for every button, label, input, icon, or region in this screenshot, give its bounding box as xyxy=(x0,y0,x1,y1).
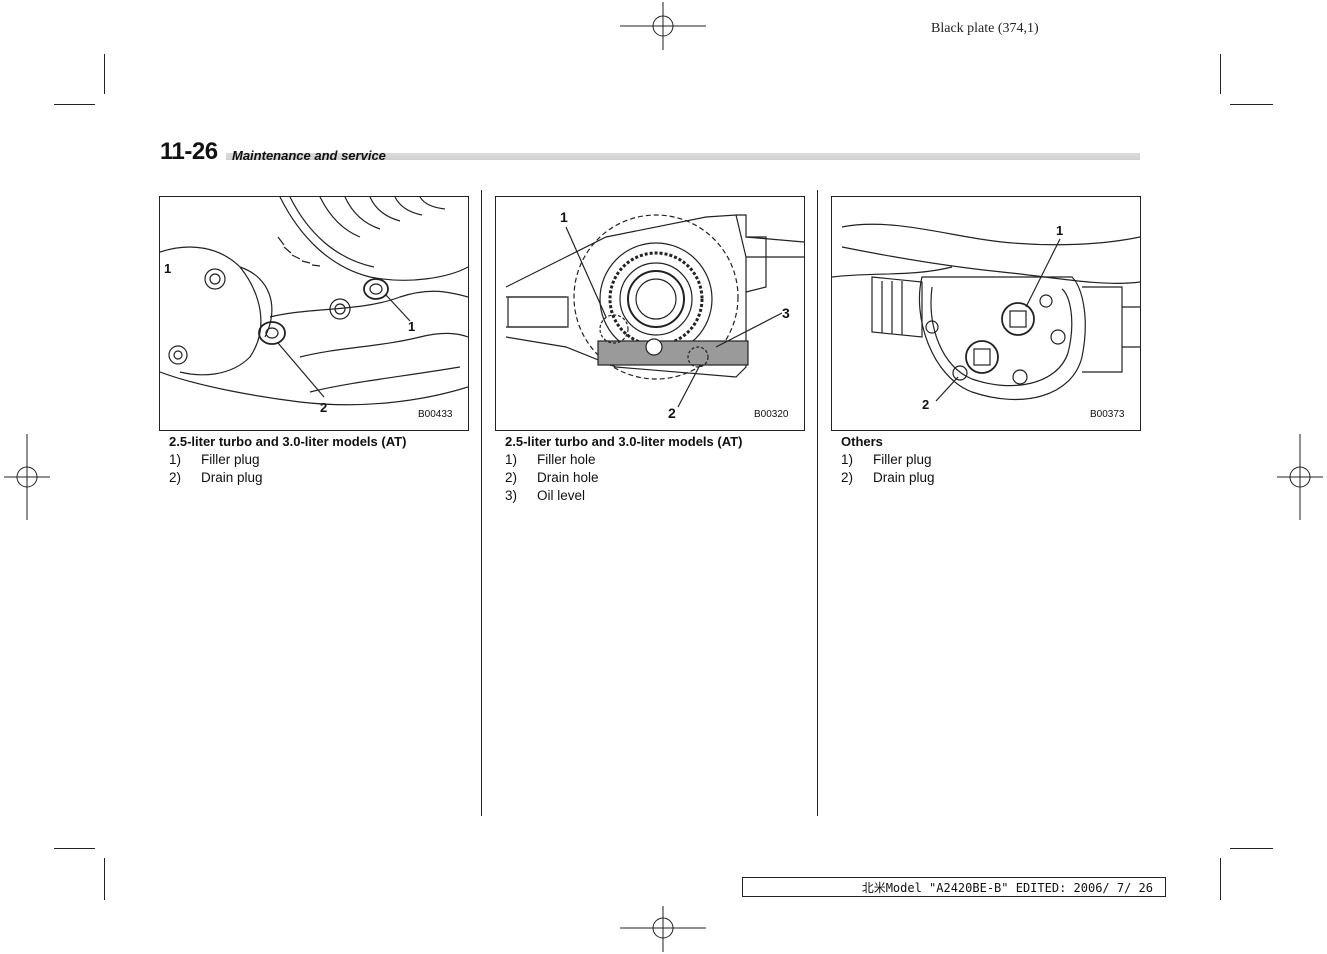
figure-caption: Others xyxy=(841,434,883,449)
list-item: 2)Drain plug xyxy=(841,470,935,485)
registration-mark-bottom xyxy=(620,906,706,952)
callout-3: 3 xyxy=(782,305,790,321)
list-item: 1)Filler plug xyxy=(841,452,932,467)
figure-2-caption-block: 2.5-liter turbo and 3.0-liter models (AT… xyxy=(505,434,805,505)
figure-code: B00320 xyxy=(754,409,789,420)
edition-footer: 北米Model "A2420BE-B" EDITED: 2006/ 7/ 26 xyxy=(742,877,1166,897)
list-item: 1)Filler plug xyxy=(169,452,260,467)
figure-1-illustration: 1 1 2 B00433 xyxy=(159,196,469,431)
list-item: 3)Oil level xyxy=(505,488,586,503)
figure-code: B00373 xyxy=(1090,409,1125,420)
registration-mark-top xyxy=(620,2,706,50)
figure-caption: 2.5-liter turbo and 3.0-liter models (AT… xyxy=(505,434,743,449)
callout-1: 1 xyxy=(1056,223,1064,238)
figure-1-caption-block: 2.5-liter turbo and 3.0-liter models (AT… xyxy=(169,434,469,487)
callout-2: 2 xyxy=(668,405,676,421)
column-divider xyxy=(817,190,818,816)
list-item: 2)Drain hole xyxy=(505,470,599,485)
callout-1: 1 xyxy=(408,319,416,334)
registration-mark-left xyxy=(4,434,50,520)
figure-code: B00433 xyxy=(418,409,453,420)
page-number: 11-26 xyxy=(160,138,218,165)
plate-label: Black plate (374,1) xyxy=(931,21,1039,36)
figure-3-caption-block: Others 1)Filler plug 2)Drain plug xyxy=(841,434,1141,487)
registration-mark-right xyxy=(1277,434,1323,520)
callout-2: 2 xyxy=(320,400,328,415)
figure-3-illustration: 1 2 B00373 xyxy=(831,196,1141,431)
header-band xyxy=(226,153,1140,160)
callout-2: 2 xyxy=(922,397,930,412)
section-title: Maintenance and service xyxy=(232,148,386,163)
list-item: 1)Filler hole xyxy=(505,452,596,467)
callout-1: 1 xyxy=(164,261,172,276)
callout-1: 1 xyxy=(560,209,568,225)
column-divider xyxy=(481,190,482,816)
list-item: 2)Drain plug xyxy=(169,470,263,485)
figure-2-illustration: 1 2 3 B00320 xyxy=(495,196,805,431)
figure-caption: 2.5-liter turbo and 3.0-liter models (AT… xyxy=(169,434,407,449)
